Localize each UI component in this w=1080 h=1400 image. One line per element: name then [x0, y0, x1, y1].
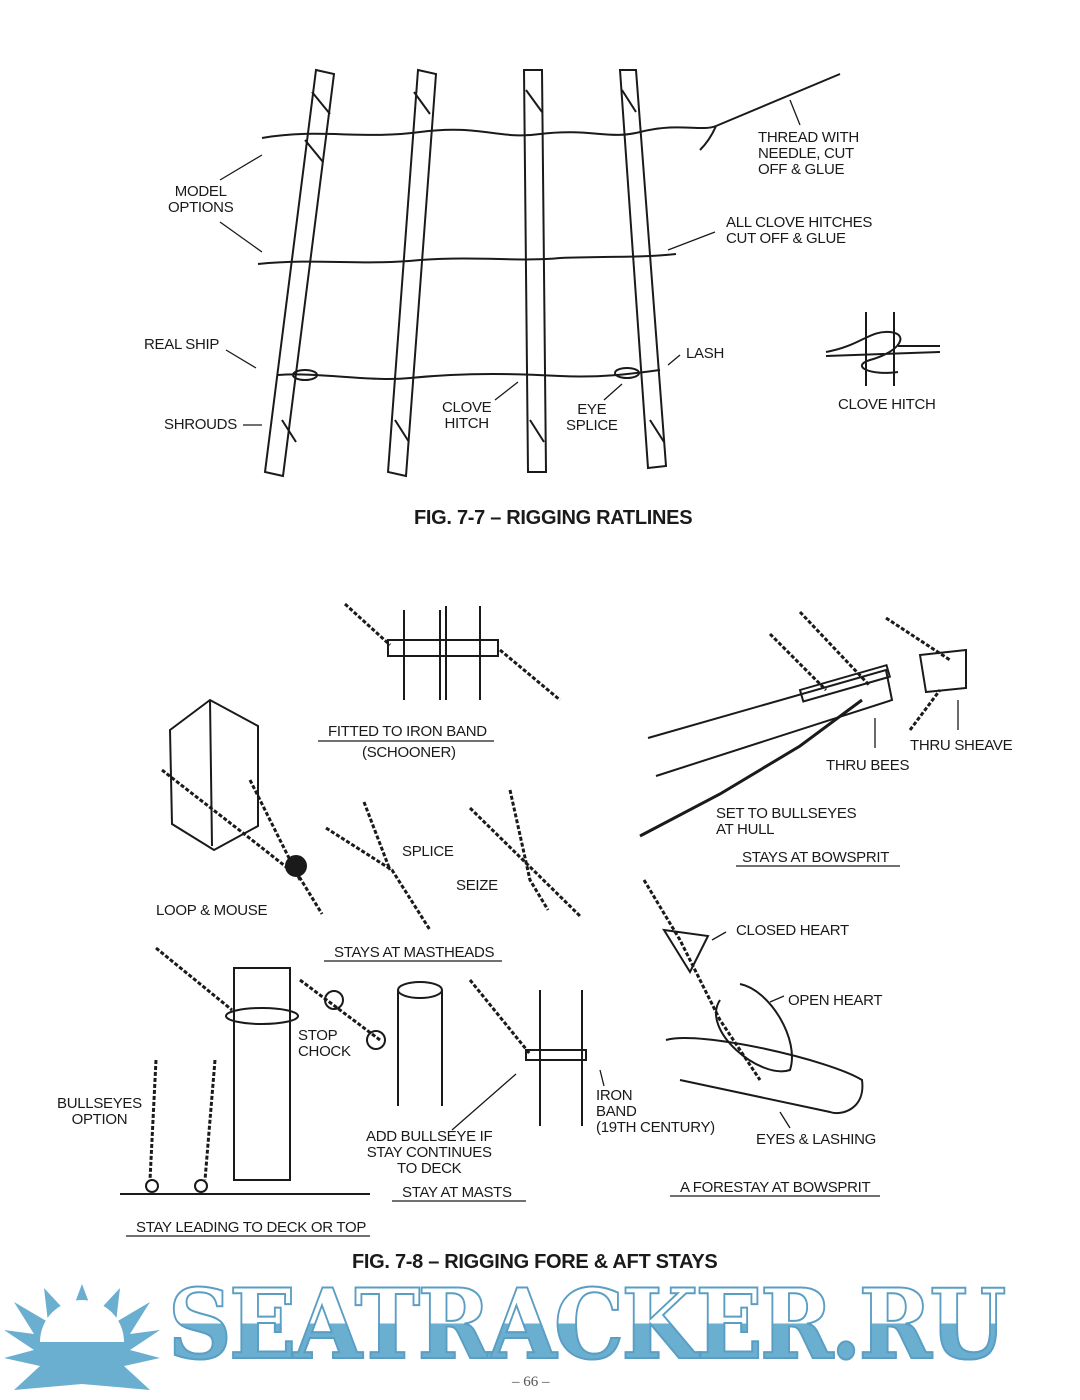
label-seize: SEIZE	[456, 877, 498, 894]
label-clove-hitch: CLOVE HITCH	[838, 396, 936, 413]
label-stay-at-masts: STAY AT MASTS	[402, 1184, 512, 1201]
clove-hitch-detail	[825, 312, 941, 386]
label-eye-splice: EYE SPLICE	[566, 401, 618, 434]
watermark-sun-logo	[4, 1284, 160, 1390]
label-schooner: (SCHOONER)	[362, 744, 456, 761]
label-all-clove-hitches: ALL CLOVE HITCHES CUT OFF & GLUE	[726, 214, 873, 247]
leader-lines	[219, 99, 801, 426]
fig-7-7-caption: FIG. 7-7 – RIGGING RATLINES	[414, 507, 693, 529]
label-thru-bees: THRU BEES	[826, 757, 910, 774]
label-clove-hitch-small: CLOVE HITCH	[442, 399, 492, 432]
label-closed-heart: CLOSED HEART	[736, 922, 849, 939]
caption-underlines	[126, 740, 900, 1237]
label-real-ship: REAL SHIP	[144, 336, 220, 353]
fig-7-8-caption: FIG. 7-8 – RIGGING FORE & AFT STAYS	[352, 1251, 718, 1273]
label-bullseyes-option: BULLSEYES OPTION	[57, 1095, 142, 1128]
watermark-text: SEATRACKER.RU	[167, 1268, 1007, 1381]
label-loop-and-mouse: LOOP & MOUSE	[156, 902, 268, 919]
label-model-options: MODEL OPTIONS	[168, 183, 234, 216]
label-add-bullseye: ADD BULLSEYE IF STAY CONTINUES TO DECK	[366, 1128, 493, 1177]
label-stays-at-mastheads: STAYS AT MASTHEADS	[334, 944, 495, 961]
masthead-splices-drawing	[325, 789, 582, 931]
label-iron-band: IRON BAND (19TH CENTURY)	[596, 1087, 715, 1136]
label-eyes-and-lashing: EYES & LASHING	[756, 1131, 877, 1148]
bowsprit-drawing	[639, 610, 967, 838]
label-splice: SPLICE	[402, 843, 454, 860]
shrouds-drawing	[263, 68, 668, 478]
label-forestay-at-bowsprit: A FORESTAY AT BOWSPRIT	[680, 1179, 871, 1196]
label-shrouds: SHROUDS	[164, 416, 237, 433]
label-stay-leading-to-deck: STAY LEADING TO DECK OR TOP	[136, 1219, 367, 1236]
ratlines-drawing	[257, 73, 841, 381]
iron-band-drawing	[343, 602, 561, 702]
label-lash: LASH	[686, 345, 724, 362]
loop-mouse-drawing	[161, 698, 324, 915]
label-set-to-bullseyes: SET TO BULLSEYES AT HULL	[716, 805, 857, 838]
forestay-drawing	[642, 879, 864, 1129]
page-number: – 66 –	[512, 1374, 550, 1390]
label-stays-at-bowsprit: STAYS AT BOWSPRIT	[742, 849, 890, 866]
stay-leading-drawing	[120, 946, 370, 1195]
label-stop-chock: STOP CHOCK	[298, 1027, 351, 1060]
label-fitted-to-iron-band: FITTED TO IRON BAND	[328, 723, 487, 740]
label-thru-sheave: THRU SHEAVE	[910, 737, 1013, 754]
label-open-heart: OPEN HEART	[788, 992, 883, 1009]
label-thread-with-needle: THREAD WITH NEEDLE, CUT OFF & GLUE	[758, 129, 859, 178]
stay-at-masts-drawing	[299, 978, 605, 1131]
